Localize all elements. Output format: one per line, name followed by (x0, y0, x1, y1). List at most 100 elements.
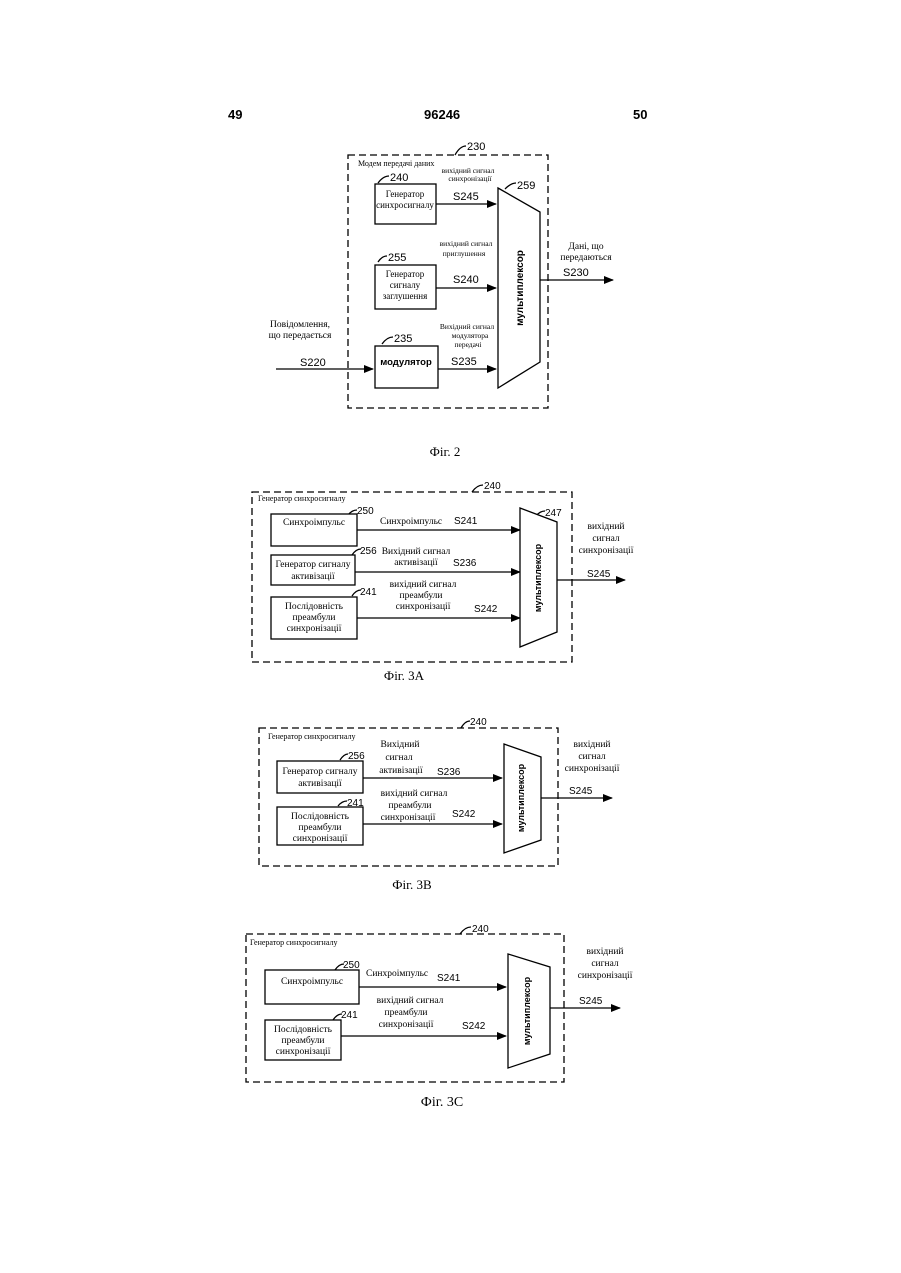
ref-256-3a: 256 (360, 546, 377, 557)
signal-s236-3b: S236 (437, 767, 461, 778)
ref-leader-259 (505, 183, 516, 189)
figure-2: 230 Модем передачі даних 240 Генератор с… (269, 141, 613, 459)
output-label-line2-3b: сигнал (578, 752, 606, 762)
preamble-line2-3a: преамбули (292, 612, 335, 623)
activation-out-line1-3b: Вихідний (381, 739, 420, 750)
mute-output-label-line2: приглушення (443, 249, 486, 258)
signal-s245-3a: S245 (587, 569, 611, 580)
ref-241-3c: 241 (341, 1010, 358, 1021)
ref-240-3b: 240 (470, 717, 487, 728)
mod-output-label-line2: модулятора (452, 331, 489, 340)
patent-number: 96246 (424, 107, 460, 122)
ref-leader-240 (378, 176, 389, 183)
activation-generator-line2-3a: активізації (291, 572, 335, 582)
ref-leader-240-3a (472, 485, 483, 492)
signal-s241-3c: S241 (437, 973, 461, 984)
ref-leader-230 (455, 146, 466, 155)
output-label-line3-3a: синхронізації (579, 546, 634, 556)
output-label-line2-3c: сигнал (591, 959, 619, 969)
preamble-out-line1-3b: вихідний сигнал (381, 788, 448, 799)
signal-s240: S240 (453, 274, 479, 286)
preamble-out-line2-3a: преамбули (399, 590, 442, 601)
signal-s220: S220 (300, 357, 326, 369)
preamble-out-line3-3c: синхронізації (379, 1020, 434, 1030)
activation-out-line1-3a: Вихідний сигнал (382, 546, 451, 557)
ref-leader-256-3b (340, 754, 348, 760)
ref-leader-240-3b (461, 721, 470, 728)
preamble-out-line2-3c: преамбули (384, 1007, 427, 1018)
ref-250-3c: 250 (343, 960, 360, 971)
mod-output-label-line1: Вихідний сигнал (440, 322, 494, 331)
signal-s245-3c: S245 (579, 996, 603, 1007)
preamble-out-line3-3a: синхронізації (396, 602, 451, 612)
ref-240: 240 (390, 172, 408, 184)
signal-s242-3c: S242 (462, 1021, 486, 1032)
modem-title: Модем передачі даних (358, 159, 434, 168)
signal-s242-3a: S242 (474, 604, 498, 615)
mux-label: мультиплексор (515, 250, 526, 326)
mod-output-label-line3: передачі (454, 340, 481, 349)
activation-generator-line1-3b: Генератор сигналу (283, 767, 358, 777)
input-label-line1: Повідомлення, (270, 320, 330, 330)
preamble-out-line1-3a: вихідний сигнал (390, 579, 457, 590)
gen-title-3c: Генератор синхросигналу (250, 938, 337, 947)
sync-pulse-out-3a: Синхроімпульс (380, 517, 442, 527)
figure-2-caption: Фіг. 2 (430, 444, 461, 459)
output-label-line2-3a: сигнал (592, 534, 620, 544)
ref-247: 247 (545, 508, 562, 519)
preamble-line3-3b: синхронізації (293, 834, 348, 844)
ref-230: 230 (467, 141, 485, 153)
gen-title-3a: Генератор синхросигналу (258, 494, 345, 503)
mux-label-3a: мультиплексор (533, 543, 543, 612)
ref-255: 255 (388, 252, 406, 264)
modulator-label: модулятор (380, 357, 432, 368)
sync-pulse-label-3c: Синхроімпульс (281, 977, 343, 987)
signal-s230: S230 (563, 267, 589, 279)
output-label-line1-3a: вихідний (587, 521, 624, 532)
ref-259: 259 (517, 180, 535, 192)
activation-out-line3-3b: активізації (379, 766, 423, 776)
ref-leader-240-3c (460, 927, 471, 934)
output-label-line1-3c: вихідний (586, 946, 623, 957)
signal-s236-3a: S236 (453, 558, 477, 569)
preamble-line1-3a: Послідовність (285, 602, 344, 612)
figure-3a-caption: Фіг. 3А (384, 668, 425, 683)
mux-label-3c: мультиплексор (522, 976, 532, 1045)
mute-generator-line3: заглушення (383, 291, 427, 301)
ref-235: 235 (394, 333, 412, 345)
ref-256-3b: 256 (348, 751, 365, 762)
signal-s242-3b: S242 (452, 809, 476, 820)
ref-leader-255 (378, 256, 387, 262)
preamble-line2-3b: преамбули (298, 822, 341, 833)
figure-3a: 240 Генератор синхросигналу 250 Синхроім… (252, 481, 634, 683)
ref-241-3a: 241 (360, 587, 377, 598)
preamble-line1-3b: Послідовність (291, 812, 350, 822)
ref-leader-235 (382, 337, 393, 344)
gen-title-3b: Генератор синхросигналу (268, 732, 355, 741)
output-label-line2: передаються (560, 253, 612, 263)
output-label-line3-3c: синхронізації (578, 971, 633, 981)
input-label-line2: що передається (269, 331, 332, 341)
mux-label-3b: мультиплексор (516, 763, 526, 832)
preamble-line3-3c: синхронізації (276, 1047, 331, 1057)
ref-240-3a: 240 (484, 481, 501, 492)
signal-s245-3b: S245 (569, 786, 593, 797)
activation-out-line2-3a: активізації (394, 558, 438, 568)
output-label-line1: Дані, що (568, 242, 603, 252)
output-label-line1-3b: вихідний (573, 739, 610, 750)
sync-output-label-line2: синхронізації (448, 174, 492, 183)
preamble-out-line1-3c: вихідний сигнал (377, 995, 444, 1006)
preamble-out-line3-3b: синхронізації (381, 813, 436, 823)
sync-pulse-block-3c (265, 970, 359, 1004)
output-label-line3-3b: синхронізації (565, 764, 620, 774)
right-page-number: 50 (633, 107, 647, 122)
mute-generator-line1: Генератор (386, 269, 425, 279)
activation-out-line2-3b: сигнал (385, 753, 413, 763)
sync-generator-line1: Генератор (386, 189, 425, 199)
ref-250-3a: 250 (357, 506, 374, 517)
activation-generator-line2-3b: активізації (298, 779, 342, 789)
sync-pulse-label-3a: Синхроімпульс (283, 518, 345, 528)
signal-s241-3a: S241 (454, 516, 478, 527)
figure-3b: 240 Генератор синхросигналу 256 Генерато… (259, 717, 620, 892)
